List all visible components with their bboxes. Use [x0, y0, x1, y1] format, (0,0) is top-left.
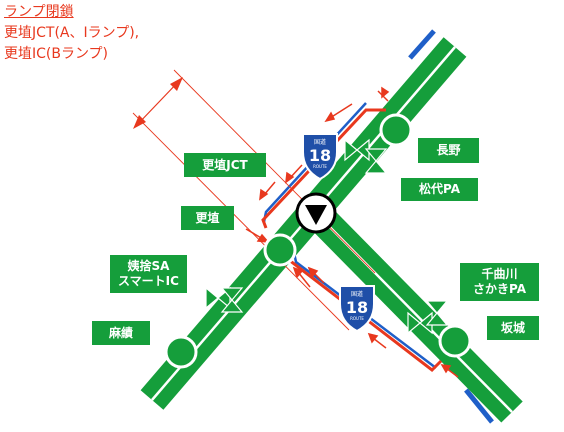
red-arrow-icon [285, 164, 303, 184]
green-circle-icon [438, 324, 472, 358]
label-obasute-sa-line-2: スマートIC [118, 274, 179, 288]
label-chikumagawa-pa: 千曲川 さかきPA [460, 263, 539, 301]
national-road-northeast [408, 29, 436, 60]
guide-line-upper [173, 69, 376, 274]
label-obasute-sa-line-1: 姨捨SA [127, 259, 170, 273]
red-arrow-icon [292, 266, 311, 288]
dimension-arrowhead-bottom [133, 115, 146, 129]
label-sakaki: 坂城 [487, 316, 539, 340]
label-chikumagawa-pa-line-2: さかきPA [473, 282, 526, 296]
label-omi: 麻績 [92, 321, 150, 345]
notice-title: ランプ閉鎖 [4, 4, 74, 20]
guide-line-lower [132, 112, 350, 331]
red-arrow-icon [324, 103, 353, 123]
bowtie-icon [425, 300, 449, 326]
svg-text:国道: 国道 [314, 138, 326, 146]
bowtie-icon [407, 311, 433, 335]
red-arrow-icon [377, 86, 390, 102]
label-nagano: 長野 [418, 138, 479, 163]
label-koshoku-ic: 更埴 [181, 206, 234, 230]
svg-text:ROUTE: ROUTE [313, 164, 327, 169]
svg-text:国道: 国道 [351, 290, 363, 298]
notice-line-1: 更埴JCT(A、Iランプ), [4, 25, 140, 41]
red-arrow-icon [245, 228, 270, 243]
green-circle-icon [164, 335, 198, 369]
dimension-arrow-line [135, 79, 181, 127]
dimension-arrowhead-top [170, 77, 183, 91]
green-circle-icon [379, 113, 413, 147]
notice-line-2: 更埴IC(Bランプ) [4, 46, 109, 62]
label-koshoku-jct: 更埴JCT [184, 153, 266, 177]
green-circle-icon [263, 233, 297, 267]
bowtie-icon [364, 148, 388, 174]
bowtie-icon [220, 287, 244, 313]
closure-notice: ランプ閉鎖 更埴JCT(A、Iランプ), 更埴IC(Bランプ) [4, 2, 139, 65]
svg-text:18: 18 [346, 298, 368, 317]
label-chikumagawa-pa-line-1: 千曲川 [481, 267, 518, 281]
svg-text:18: 18 [309, 146, 331, 165]
closure-arrows [245, 86, 459, 378]
route-18-shield-north: 国道 18 ROUTE [302, 133, 338, 181]
red-arrow-icon [440, 364, 459, 378]
triangle-down-circle-icon [295, 192, 337, 234]
label-matsushiro-pa: 松代PA [401, 178, 478, 201]
red-arrow-icon [367, 332, 387, 349]
svg-text:ROUTE: ROUTE [350, 316, 364, 321]
red-arrow-icon [259, 181, 276, 201]
red-arrow-icon [307, 266, 325, 284]
route-18-shield-south: 国道 18 ROUTE [339, 285, 375, 333]
label-obasute-sa: 姨捨SA スマートIC [110, 255, 187, 293]
national-road-southeast [464, 388, 494, 424]
